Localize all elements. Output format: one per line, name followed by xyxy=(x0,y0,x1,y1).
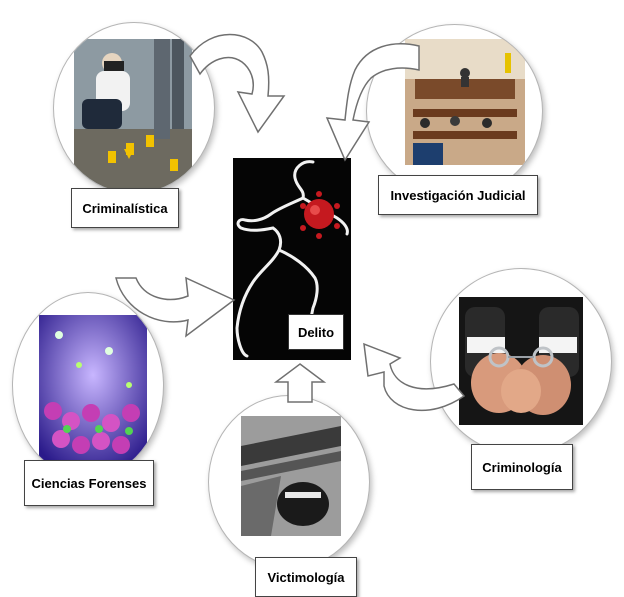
criminologia-arrow xyxy=(363,342,466,411)
crime-scene-photo xyxy=(74,39,192,189)
criminologia-label: Criminología xyxy=(471,444,573,490)
ciencias-forenses-label: Ciencias Forenses xyxy=(24,460,154,506)
criminalistica-circle xyxy=(53,22,215,194)
investigacion-judicial-arrow xyxy=(325,43,420,162)
delito-label: Delito xyxy=(288,314,344,350)
molecule-illustration xyxy=(39,315,147,465)
courtroom-photo xyxy=(405,39,525,165)
criminologia-circle xyxy=(430,268,612,455)
ciencias-forenses-arrow xyxy=(115,276,236,338)
criminalistica-arrow xyxy=(189,33,286,134)
victimologia-arrow xyxy=(273,363,327,403)
handcuffed-hands-photo xyxy=(459,297,583,425)
screaming-face-photo xyxy=(241,416,341,536)
ciencias-forenses-circle xyxy=(12,292,164,479)
victimologia-circle xyxy=(208,395,370,569)
investigacion-judicial-label: Investigación Judicial xyxy=(378,175,538,215)
victimologia-label: Victimología xyxy=(255,557,357,597)
criminalistica-label: Criminalística xyxy=(71,188,179,228)
